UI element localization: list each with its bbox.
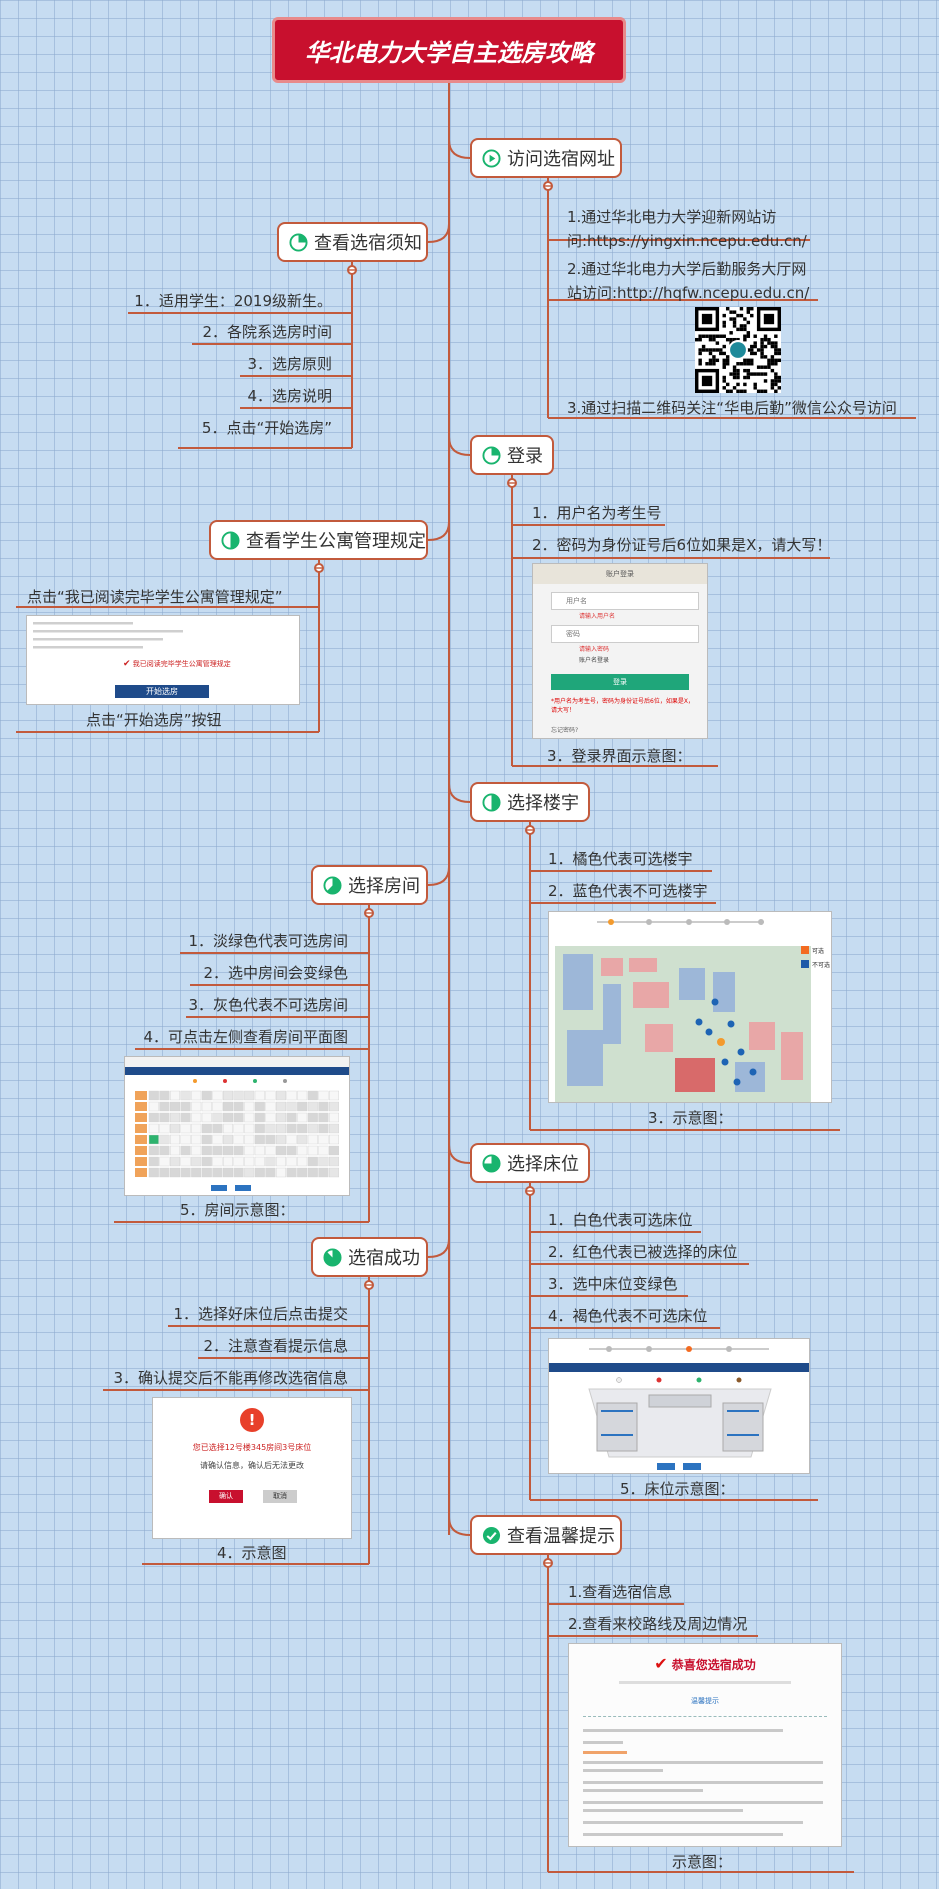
leaf-login-2: 2．密码为身份证号后6位如果是X，请大写！ (532, 536, 832, 554)
leaf-bed-1: 1．白色代表可选床位 (548, 1211, 693, 1229)
leaf-tips-2: 2.查看来校路线及周边情况 (568, 1615, 748, 1633)
leaf-notice-4: 4．选房说明 (247, 387, 332, 405)
mindmap-title: 华北电力大学自主选房攻略 (272, 17, 626, 83)
login-forgot-link[interactable]: 忘记密码? (551, 727, 579, 734)
login-remember[interactable]: 账户名登录 (579, 657, 610, 664)
leaf-rules-2: 点击“开始选房”按钮 (86, 711, 222, 729)
map-legend-available: 可选 (812, 947, 824, 955)
login-pass-input[interactable]: 密码 (551, 625, 699, 643)
node-select-room[interactable]: 选择房间 (311, 865, 428, 905)
warning-icon: ! (240, 1408, 264, 1432)
leaf-bed-3: 3．选中床位变绿色 (548, 1275, 678, 1293)
leaf-room-2: 2．选中房间会变绿色 (203, 964, 348, 982)
confirm-message: 您已选择12号楼345房间3号床位 (192, 1443, 312, 1452)
leaf-building-1: 1．橘色代表可选楼宇 (548, 850, 693, 868)
node-dorm-rules[interactable]: 查看学生公寓管理规定 (209, 520, 428, 560)
map-legend-unavailable: 不可选 (812, 961, 830, 969)
tips-heading: ✔ 恭喜您选宿成功 (569, 1654, 841, 1673)
leaf-bed-2: 2．红色代表已被选择的床位 (548, 1243, 738, 1261)
check-mark-icon: ✔ (654, 1654, 668, 1673)
leaf-room-5: 5．房间示意图： (180, 1201, 295, 1219)
node-label: 选择床位 (507, 1154, 579, 1175)
node-label: 选择楼宇 (507, 793, 579, 814)
tips-heading-text: 恭喜您选宿成功 (671, 1658, 756, 1672)
leaf-building-3: 3．示意图： (648, 1109, 733, 1127)
leaf-bed-4: 4．褐色代表不可选床位 (548, 1307, 708, 1325)
leaf-notice-5: 5．点击“开始选房” (201, 419, 332, 437)
tips-page-mock: ✔ 恭喜您选宿成功 温馨提示 (568, 1643, 842, 1847)
leaf-success-3: 3．确认提交后不能再修改选宿信息 (113, 1369, 348, 1387)
node-label: 查看选宿须知 (314, 233, 422, 254)
pie-half-icon (482, 792, 501, 812)
node-label: 查看学生公寓管理规定 (246, 531, 426, 552)
leaf-website-2: 2.通过华北电力大学后勤服务大厅网站访问:http://hqfw.ncepu.e… (567, 260, 810, 302)
login-screen-mock: 账户登录 用户名 请输入用户名 密码 请输入密码 账户名登录 登录 *用户名为考… (532, 563, 708, 739)
checkmark-icon: ✔ (123, 659, 131, 669)
confirm-cancel-button[interactable]: 取消 (263, 1490, 297, 1503)
tips-sub: 温馨提示 (691, 1697, 719, 1705)
pie-three-quarter-icon (482, 1153, 501, 1173)
node-label: 登录 (507, 446, 543, 467)
node-select-bed[interactable]: 选择床位 (470, 1143, 590, 1183)
node-label: 访问选宿网址 (507, 149, 615, 170)
node-success[interactable]: 选宿成功 (311, 1237, 428, 1277)
login-button[interactable]: 登录 (551, 674, 689, 690)
node-visit-website[interactable]: 访问选宿网址 (470, 138, 622, 178)
leaf-success-2: 2．注意查看提示信息 (203, 1337, 348, 1355)
leaf-notice-1: 1．适用学生：2019级新生。 (134, 292, 332, 310)
leaf-room-3: 3．灰色代表不可选房间 (188, 996, 348, 1014)
room-grid-mock (124, 1056, 350, 1196)
leaf-notice-2: 2．各院系选房时间 (202, 323, 332, 341)
pie-quarter-icon (289, 232, 308, 252)
leaf-building-2: 2．蓝色代表不可选楼宇 (548, 882, 708, 900)
login-user-error: 请输入用户名 (579, 613, 616, 620)
leaf-success-1: 1．选择好床位后点击提交 (173, 1305, 348, 1323)
leaf-login-1: 1．用户名为考生号 (532, 504, 662, 522)
confirm-dialog-mock: ! 您已选择12号楼345房间3号床位 请确认信息，确认后无法更改 确认 取消 (152, 1397, 352, 1539)
leaf-bed-5: 5．床位示意图： (620, 1480, 735, 1498)
pie-half-icon (221, 530, 240, 550)
login-user-input[interactable]: 用户名 (551, 592, 699, 610)
bed-layout-mock (548, 1338, 810, 1474)
start-select-button[interactable]: 开始选房 (115, 685, 209, 698)
play-icon (482, 148, 501, 168)
node-label: 选择房间 (348, 876, 420, 897)
confirm-sub: 请确认信息，确认后无法更改 (200, 1461, 304, 1470)
qr-code-image (695, 307, 781, 393)
leaf-success-4: 4．示意图 (217, 1544, 287, 1562)
leaf-website-1: 1.通过华北电力大学迎新网站访问:https://yingxin.ncepu.e… (567, 208, 807, 250)
leaf-tips-3: 示意图： (672, 1853, 733, 1871)
node-label: 查看温馨提示 (507, 1526, 615, 1547)
rules-page-mock: ✔ 我已阅读完毕学生公寓管理规定 开始选房 (26, 615, 300, 705)
pie-five-eighths-icon (323, 875, 342, 895)
leaf-room-4: 4．可点击左侧查看房间平面图 (143, 1028, 348, 1046)
rules-checkbox[interactable]: ✔ 我已阅读完毕学生公寓管理规定 (123, 659, 231, 669)
pie-seven-eighths-icon (323, 1247, 342, 1267)
leaf-room-1: 1．淡绿色代表可选房间 (188, 932, 348, 950)
rules-checkbox-label: 我已阅读完毕学生公寓管理规定 (132, 660, 231, 668)
node-label: 选宿成功 (348, 1248, 420, 1269)
node-view-tips[interactable]: 查看温馨提示 (470, 1515, 622, 1555)
tips-body-lines (583, 1729, 823, 1836)
login-pass-error: 请输入密码 (579, 646, 610, 653)
pie-quarter-icon (482, 445, 501, 465)
node-login[interactable]: 登录 (470, 435, 554, 475)
node-read-notice[interactable]: 查看选宿须知 (277, 222, 428, 262)
leaf-login-3: 3．登录界面示意图： (547, 747, 692, 765)
confirm-ok-button[interactable]: 确认 (209, 1490, 243, 1503)
leaf-website-3: 3.通过扫描二维码关注“华电后勤”微信公众号访问 (567, 399, 897, 417)
check-circle-icon (482, 1526, 501, 1544)
leaf-rules-1: 点击“我已阅读完毕学生公寓管理规定” (27, 588, 283, 606)
leaf-notice-3: 3．选房原则 (247, 355, 332, 373)
login-note: *用户名为考生号，密码为身份证号后6位，如果是X，请大写！ (551, 698, 694, 714)
campus-map-mock: 可选 不可选 (548, 911, 832, 1103)
login-header: 账户登录 (533, 564, 707, 584)
node-select-building[interactable]: 选择楼宇 (470, 782, 590, 822)
leaf-tips-1: 1.查看选宿信息 (568, 1583, 673, 1601)
